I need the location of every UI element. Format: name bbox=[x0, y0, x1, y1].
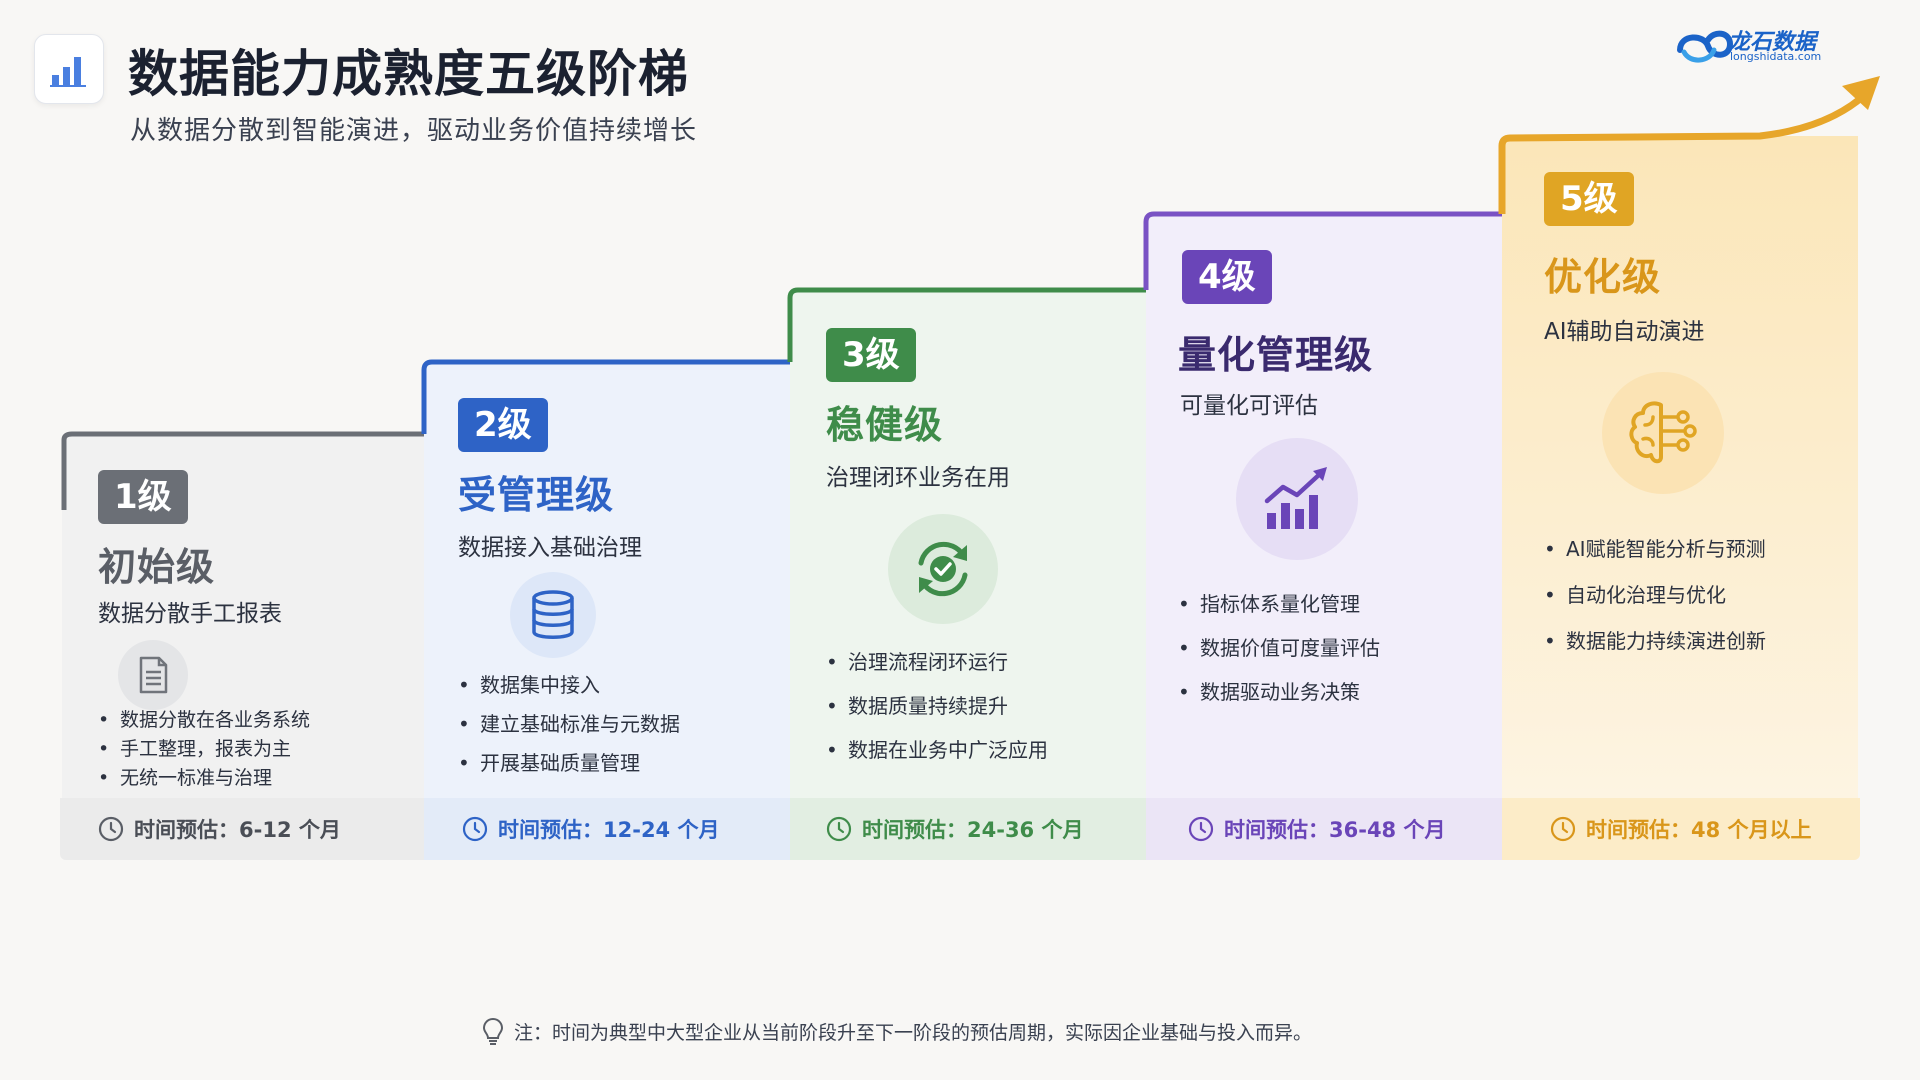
level-5-column: 5级 优化级 AI辅助自动演进 AI赋能智能分析与预测 自动化治理与优化 数据能… bbox=[1502, 136, 1858, 798]
level-1-column: 1级 初始级 数据分散手工报表 数据分散在各业务系统 手工整理，报表为主 无统一… bbox=[62, 432, 424, 798]
brand-logo-icon bbox=[1677, 30, 1734, 63]
level-4-bullets: 指标体系量化管理 数据价值可度量评估 数据驱动业务决策 bbox=[1178, 582, 1380, 714]
time-estimate-1-label: 时间预估：6-12 个月 bbox=[134, 818, 341, 842]
level-4-name: 量化管理级 bbox=[1178, 333, 1374, 377]
time-estimate-4: 时间预估：36-48 个月 bbox=[1146, 798, 1502, 860]
level-3-icon-wrap bbox=[888, 514, 998, 624]
list-item: 数据价值可度量评估 bbox=[1178, 626, 1380, 670]
level-1-icon-wrap bbox=[118, 640, 188, 710]
level-3-desc: 治理闭环业务在用 bbox=[826, 465, 1010, 491]
page-subtitle: 从数据分散到智能演进，驱动业务价值持续增长 bbox=[130, 116, 698, 146]
time-estimate-2: 时间预估：12-24 个月 bbox=[424, 798, 790, 860]
list-item: 自动化治理与优化 bbox=[1544, 572, 1766, 618]
level-5-bullets: AI赋能智能分析与预测 自动化治理与优化 数据能力持续演进创新 bbox=[1544, 526, 1766, 664]
level-4-column: 4级 量化管理级 可量化可评估 指标体系量化管理 数据价值可度量评估 数据驱动业… bbox=[1146, 212, 1502, 798]
level-5-name: 优化级 bbox=[1544, 255, 1662, 299]
clock-icon bbox=[462, 816, 488, 842]
footnote: 注：时间为典型中大型企业从当前阶段升至下一阶段的预估周期，实际因企业基础与投入而… bbox=[480, 1016, 1312, 1046]
list-item: 数据集中接入 bbox=[458, 666, 680, 705]
level-3-name: 稳健级 bbox=[826, 403, 944, 447]
list-item: AI赋能智能分析与预测 bbox=[1544, 526, 1766, 572]
clock-icon bbox=[1188, 816, 1214, 842]
refresh-check-icon bbox=[918, 541, 968, 597]
list-item: 数据分散在各业务系统 bbox=[98, 706, 310, 735]
clock-icon bbox=[98, 816, 124, 842]
brand-name: 龙石数据 bbox=[1728, 30, 1817, 55]
level-2-name: 受管理级 bbox=[458, 473, 615, 517]
level-4-desc: 可量化可评估 bbox=[1180, 393, 1318, 419]
list-item: 开展基础质量管理 bbox=[458, 744, 680, 783]
database-icon bbox=[532, 590, 574, 639]
list-item: 指标体系量化管理 bbox=[1178, 582, 1380, 626]
list-item: 数据能力持续演进创新 bbox=[1544, 618, 1766, 664]
level-2-column: 2级 受管理级 数据接入基础治理 数据集中接入 建立基础标准与元数据 开展基础质… bbox=[424, 360, 790, 798]
list-item: 数据质量持续提升 bbox=[826, 684, 1048, 728]
footnote-text: 注：时间为典型中大型企业从当前阶段升至下一阶段的预估周期，实际因企业基础与投入而… bbox=[514, 1021, 1313, 1044]
level-5-desc: AI辅助自动演进 bbox=[1544, 319, 1705, 345]
time-estimate-5-label: 时间预估：48 个月以上 bbox=[1586, 818, 1812, 842]
level-2-badge: 2级 bbox=[458, 398, 548, 452]
list-item: 治理流程闭环运行 bbox=[826, 640, 1048, 684]
level-3-bullets: 治理流程闭环运行 数据质量持续提升 数据在业务中广泛应用 bbox=[826, 640, 1048, 772]
time-estimate-1: 时间预估：6-12 个月 bbox=[60, 798, 424, 860]
level-3-badge: 3级 bbox=[826, 328, 916, 382]
list-item: 手工整理，报表为主 bbox=[98, 735, 310, 764]
list-item: 无统一标准与治理 bbox=[98, 764, 310, 793]
level-4-icon-wrap bbox=[1236, 438, 1358, 560]
list-item: 建立基础标准与元数据 bbox=[458, 705, 680, 744]
level-2-icon-wrap bbox=[510, 572, 596, 658]
level-1-badge: 1级 bbox=[98, 470, 188, 524]
page-title: 数据能力成熟度五级阶梯 bbox=[128, 45, 689, 103]
time-estimate-bar: 时间预估：6-12 个月 时间预估：12-24 个月 时间预估：24-36 个月… bbox=[60, 798, 1860, 860]
ai-brain-icon bbox=[1629, 401, 1697, 464]
level-5-icon-wrap bbox=[1602, 372, 1724, 494]
time-estimate-2-label: 时间预估：12-24 个月 bbox=[498, 818, 720, 842]
level-4-badge: 4级 bbox=[1182, 250, 1272, 304]
list-item: 数据驱动业务决策 bbox=[1178, 670, 1380, 714]
bar-chart-icon bbox=[50, 57, 86, 87]
clock-icon bbox=[826, 816, 852, 842]
document-icon bbox=[139, 656, 168, 694]
level-1-bullets: 数据分散在各业务系统 手工整理，报表为主 无统一标准与治理 bbox=[98, 706, 310, 793]
time-estimate-3-label: 时间预估：24-36 个月 bbox=[862, 818, 1084, 842]
brand-url: longshidata.com bbox=[1730, 50, 1822, 63]
level-2-bullets: 数据集中接入 建立基础标准与元数据 开展基础质量管理 bbox=[458, 666, 680, 783]
time-estimate-4-label: 时间预估：36-48 个月 bbox=[1224, 818, 1446, 842]
list-item: 数据在业务中广泛应用 bbox=[826, 728, 1048, 772]
level-2-desc: 数据接入基础治理 bbox=[458, 535, 642, 561]
lightbulb-icon bbox=[482, 1017, 504, 1045]
time-estimate-3: 时间预估：24-36 个月 bbox=[790, 798, 1146, 860]
time-estimate-5: 时间预估：48 个月以上 bbox=[1502, 798, 1860, 860]
clock-icon bbox=[1550, 816, 1576, 842]
level-3-column: 3级 稳健级 治理闭环业务在用 治理流程闭环运行 数据质量持续提升 数据在业务中… bbox=[790, 288, 1146, 798]
growth-chart-icon bbox=[1264, 467, 1327, 529]
level-5-badge: 5级 bbox=[1544, 172, 1634, 226]
level-1-name: 初始级 bbox=[98, 545, 216, 589]
header-logo bbox=[34, 34, 104, 104]
level-1-desc: 数据分散手工报表 bbox=[98, 601, 282, 627]
